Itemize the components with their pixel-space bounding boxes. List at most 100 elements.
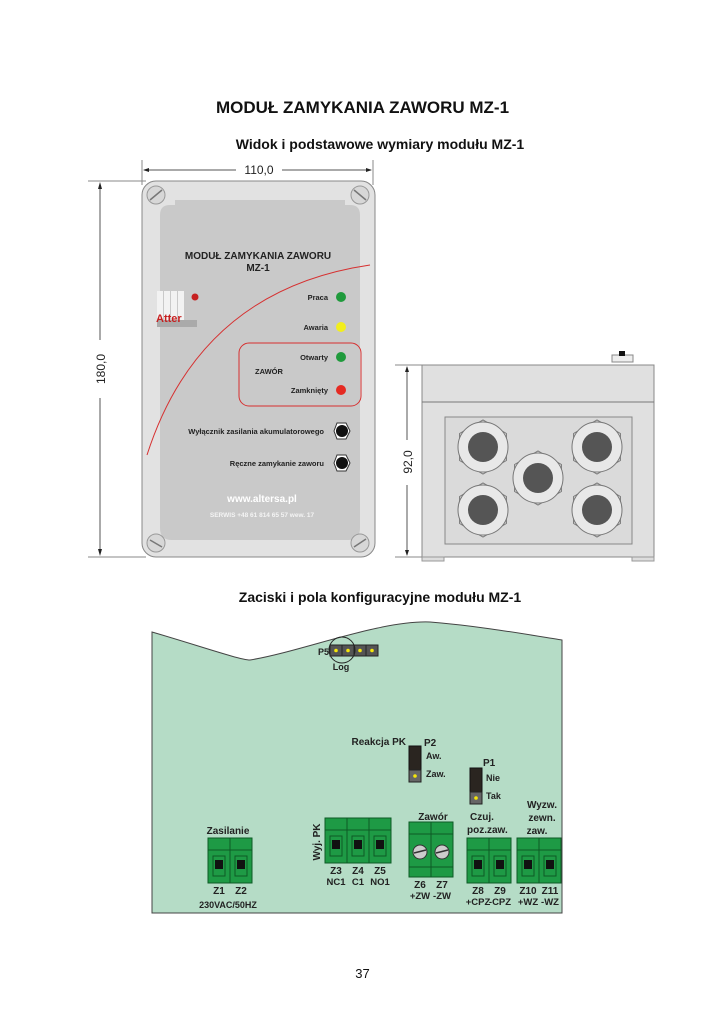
module-views-drawing: 110,0 180,0 MODUŁ ZAMYKANIA ZAWORU MZ-1 <box>88 160 655 562</box>
group-label-wyzw-2: zewn. <box>528 813 555 824</box>
width-dimension-label: 110,0 <box>244 163 273 177</box>
screw-icon <box>146 533 166 553</box>
terminal-z2[interactable]: Z2 <box>229 837 253 897</box>
terminal-id-label: Z6 <box>414 880 426 891</box>
website-text: www.altersa.pl <box>226 494 297 505</box>
terminal-id-label: Z8 <box>472 886 484 897</box>
p2-jumper[interactable] <box>408 745 422 783</box>
valve-group-label: ZAWÓR <box>255 367 283 376</box>
cable-gland-icon <box>571 419 623 475</box>
group-label-wyzw-3: zaw. <box>527 826 548 837</box>
page-number: 37 <box>355 966 370 981</box>
panel-title-line1: MODUŁ ZAMYKANIA ZAWORU <box>185 251 331 262</box>
terminal-function-label: C1 <box>352 877 365 888</box>
terminal-function-label: +ZW <box>410 891 430 902</box>
screw-icon <box>350 185 370 205</box>
terminal-z11[interactable]: Z11-WZ <box>538 837 562 908</box>
terminal-id-label: Z3 <box>330 866 342 877</box>
group-label-zawor: Zawór <box>418 812 448 823</box>
terminal-function-label: +CPZ <box>466 897 491 908</box>
p2-option-zaw: Zaw. <box>426 769 446 779</box>
side-height-label: 92,0 <box>401 450 415 474</box>
p5-sublabel: Log <box>333 662 350 672</box>
cable-gland-icon <box>512 450 564 506</box>
terminal-id-label: Z7 <box>436 880 448 891</box>
document-title: MODUŁ ZAMYKANIA ZAWORU MZ-1 <box>215 98 510 117</box>
terminal-z1[interactable]: Z1 <box>207 837 231 897</box>
terminal-function-label: +WZ <box>518 897 539 908</box>
cable-gland-icon <box>457 482 509 538</box>
height-dimension-label: 180,0 <box>94 354 108 384</box>
p2-option-aw: Aw. <box>426 751 442 761</box>
terminal-z9[interactable]: Z9-CPZ <box>488 837 512 908</box>
terminal-z8[interactable]: Z8+CPZ <box>466 837 491 908</box>
terminal-id-label: Z11 <box>542 886 559 897</box>
p1-option-nie: Nie <box>486 773 500 783</box>
terminal-function-label: NO1 <box>370 877 390 888</box>
p1-label: P1 <box>483 758 496 769</box>
terminal-id-label: Z1 <box>213 886 225 897</box>
terminal-z6[interactable]: Z6+ZW <box>408 821 432 902</box>
panel-title-line2: MZ-1 <box>246 263 270 274</box>
p5-header[interactable] <box>329 644 379 657</box>
terminal-z10[interactable]: Z10+WZ <box>516 837 540 908</box>
p2-title: Reakcja PK <box>352 737 407 748</box>
p1-option-tak: Tak <box>486 791 502 801</box>
led-label-zamkniety: Zamknięty <box>291 386 329 395</box>
section-title-terminals: Zaciski i pola konfiguracyjne modułu MZ-… <box>238 589 522 605</box>
terminal-function-label: -WZ <box>541 897 559 908</box>
cable-gland-icon <box>571 482 623 538</box>
terminal-id-label: Z9 <box>494 886 506 897</box>
led-awaria-icon <box>336 322 346 332</box>
led-label-praca: Praca <box>308 293 329 302</box>
manual-close-button <box>333 454 351 472</box>
width-dimension: 110,0 <box>141 160 374 185</box>
cable-gland-icon <box>457 419 509 475</box>
group-label-wyzw-1: Wyzw. <box>527 800 557 811</box>
group-label-czuj-1: Czuj. <box>470 812 494 823</box>
service-phone-text: SERWIS +48 61 814 65 57 wew. 17 <box>210 512 315 519</box>
led-otwarty-icon <box>336 352 346 362</box>
led-label-awaria: Awaria <box>304 323 329 332</box>
switch-label-battery: Wyłącznik zasilania akumulatorowego <box>188 427 324 436</box>
screw-icon <box>350 533 370 553</box>
terminal-id-label: Z4 <box>352 866 364 877</box>
terminal-id-label: Z2 <box>235 886 247 897</box>
switch-label-manual-close: Ręczne zamykanie zaworu <box>230 459 325 468</box>
terminal-function-label: -ZW <box>433 891 451 902</box>
logo-text: Atter <box>156 313 182 325</box>
terminal-id-label: Z5 <box>374 866 386 877</box>
led-zamkniety-icon <box>336 385 346 395</box>
group-label-wyj-pk: Wyj. PK <box>312 823 323 861</box>
pcb-board <box>151 621 563 914</box>
screw-icon <box>146 185 166 205</box>
group-label-czuj-2: poz.zaw. <box>467 825 508 836</box>
led-praca-icon <box>336 292 346 302</box>
side-view-housing <box>421 351 655 562</box>
led-label-otwarty: Otwarty <box>300 353 329 362</box>
alter-logo: Atter <box>156 291 199 327</box>
p1-jumper[interactable] <box>469 767 483 805</box>
front-housing: MODUŁ ZAMYKANIA ZAWORU MZ-1 Atter Praca … <box>141 180 376 558</box>
pcb-diagram: P5 Log Reakcja PK P2 Aw. Zaw. P1 Nie Tak… <box>151 621 563 914</box>
terminal-z7[interactable]: Z7-ZW <box>430 821 454 902</box>
terminal-function-label: -CPZ <box>489 897 511 908</box>
battery-switch-button <box>333 422 351 440</box>
p2-label: P2 <box>424 738 437 749</box>
side-height-dimension: 92,0 <box>395 364 422 558</box>
terminal-function-label: NC1 <box>326 877 346 888</box>
terminal-id-label: Z10 <box>519 886 537 897</box>
p5-log-marker <box>328 636 356 664</box>
section-title-view: Widok i podstawowe wymiary modułu MZ-1 <box>235 136 525 152</box>
group-label-zasilanie: Zasilanie <box>207 826 250 837</box>
p5-label: P5 <box>318 647 329 657</box>
terminal-block: Z1 Z2 <box>207 837 253 897</box>
power-spec-label: 230VAC/50HZ <box>199 900 257 910</box>
